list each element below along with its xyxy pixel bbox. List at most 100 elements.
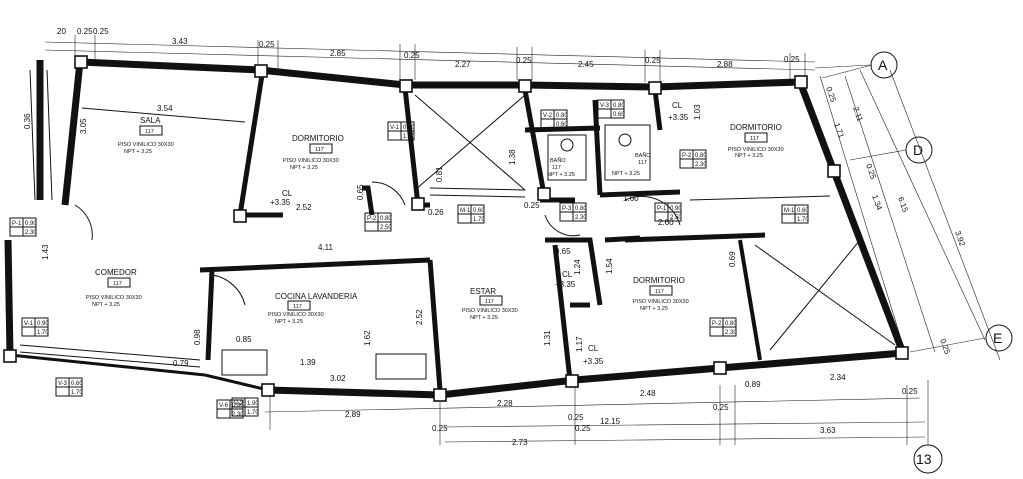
opening-type: M-1: [460, 208, 471, 214]
dim-bottom-025c: 0.25: [713, 403, 729, 412]
opening-height: 2.30: [695, 162, 707, 168]
dim-bottom-234: 2.34: [830, 373, 846, 382]
dim-025i: 0.25: [524, 201, 540, 210]
dim-260: 2.60: [658, 218, 674, 227]
dim-top-025b: 0.25: [93, 27, 109, 36]
opening-type: P-2: [367, 216, 377, 222]
voids: [414, 94, 896, 351]
opening-tag-15: V-2 1.90 1.70: [231, 397, 259, 417]
room-code: 117: [145, 129, 154, 135]
opening-height: 1.70: [247, 410, 259, 416]
axis-bubble-13: [913, 444, 943, 474]
room-name: BAÑO: [550, 157, 566, 164]
dim-top-025g: 0.25: [784, 55, 800, 64]
bottom-dimension-lines: [264, 385, 926, 445]
opening-height: 2.30: [25, 230, 37, 236]
opening-width: 0.80: [613, 103, 625, 109]
axis-bubble-e: [985, 324, 1013, 352]
dim-252a: 2.52: [296, 203, 312, 212]
room-name: DORMITORIO: [292, 134, 344, 143]
dim-bottom-025a: 0.25: [432, 424, 448, 433]
room-name: BAÑO: [635, 152, 651, 159]
axis-bubble-a: [870, 51, 898, 79]
dim-top-025d: 0.25: [404, 51, 420, 60]
opening-width: 0.90: [37, 321, 49, 327]
room-npt: NPT + 3.25: [275, 319, 303, 325]
opening-height: 1.70: [473, 217, 485, 223]
closet-4: CL +3.35: [583, 344, 604, 366]
opening-tag-6: M-1 0.60 1.70: [457, 204, 485, 224]
room-npt: NPT + 3.25: [547, 172, 575, 178]
opening-tag-9: V-1 0.90 1.70: [21, 317, 49, 337]
opening-width: 0.90: [670, 206, 682, 212]
opening-tag-1: V-1 0.80 1.70: [387, 121, 415, 141]
room-bano-1: BAÑO 117 NPT + 3.25: [547, 157, 575, 178]
closet-level: +3.35: [270, 198, 291, 207]
room-finish: PISO VINILICO 30X30: [268, 312, 324, 318]
room-dormitorio-2: DORMITORIO 117 PISO VINILICO 30X30 NPT +…: [728, 123, 784, 159]
opening-type: P-1: [657, 206, 667, 212]
door-swings: [74, 181, 681, 306]
dim-top-227: 2.27: [455, 60, 471, 69]
dim-117: 1.17: [575, 336, 584, 352]
room-name: COMEDOR: [95, 268, 137, 277]
opening-width: 1.90: [247, 401, 259, 407]
dim-bottom-089: 0.89: [745, 380, 761, 389]
dim-right-134: 1.34: [870, 194, 884, 212]
room-cocina: COCINA LAVANDERIA 117 PISO VINILICO 30X3…: [268, 292, 358, 325]
opening-type: P-1: [12, 221, 22, 227]
dim-124: 1.24: [573, 259, 582, 275]
dim-103: 1.03: [693, 104, 702, 120]
dim-160: 1.60: [623, 194, 639, 203]
room-name: DORMITORIO: [730, 123, 782, 132]
room-npt: NPT + 3.25: [640, 306, 668, 312]
dim-right-615: 6.15: [896, 196, 910, 214]
room-code: 117: [293, 304, 302, 310]
opening-width: 0.80: [232, 403, 244, 409]
opening-height: 1.70: [797, 217, 809, 223]
opening-type: V-1: [24, 321, 34, 327]
axis-bubble-d: [905, 136, 933, 164]
bathroom-fixtures: [221, 124, 651, 380]
opening-width: 0.60: [71, 381, 83, 387]
dim-143: 1.43: [41, 244, 50, 260]
opening-tag-10: V-3 0.60 1.70: [55, 377, 83, 397]
room-name: SALA: [140, 116, 161, 125]
axis-markers: A D E 13: [821, 51, 1013, 474]
dim-138: 1.38: [508, 149, 517, 165]
opening-type: M-1: [784, 208, 795, 214]
dim-bottom-228: 2.28: [497, 399, 513, 408]
room-npt: NPT + 3.25: [735, 153, 763, 159]
dim-top-245: 2.45: [578, 60, 594, 69]
opening-tag-2: V-2 0.80 0.60: [540, 109, 568, 129]
dim-right-025a: 0.25: [824, 86, 838, 104]
room-comedor: COMEDOR 117 PISO VINILICO 30X30 NPT + 3.…: [86, 268, 142, 308]
dim-139: 1.39: [300, 358, 316, 367]
opening-height: 1.70: [37, 330, 49, 336]
interior-walls: [199, 74, 766, 391]
dim-302: 3.02: [330, 374, 346, 383]
opening-width: 0.80: [556, 113, 568, 119]
room-code: 117: [485, 299, 494, 305]
dim-411: 4.11: [318, 243, 334, 252]
dim-top-285: 2.85: [330, 49, 346, 58]
opening-tag-7: P-1 0.90 2.30: [9, 217, 37, 237]
dim-252b: 2.52: [415, 309, 424, 325]
opening-height: 2.30: [575, 215, 587, 221]
room-finish: PISO VINILICO 30X30: [728, 147, 784, 153]
room-finish: PISO VINILICO 30X30: [283, 158, 339, 164]
opening-tag-11: V-6 0.80 2.30: [216, 399, 244, 419]
room-code: 117: [552, 165, 561, 171]
dim-top-20: 20: [57, 27, 66, 36]
room-code: 117: [655, 289, 664, 295]
opening-height: 2.50: [670, 215, 682, 221]
dim-right-392: 3.92: [953, 230, 967, 248]
closet-level: +3.35: [583, 357, 604, 366]
room-npt: NPT + 3.25: [612, 171, 640, 177]
dim-026: 0.26: [428, 208, 444, 217]
dim-069: 0.69: [728, 251, 737, 267]
dim-036: 0.36: [23, 113, 32, 129]
opening-width: 0.80: [380, 216, 392, 222]
opening-type: P-3: [562, 206, 572, 212]
dim-bottom-248: 2.48: [640, 389, 656, 398]
